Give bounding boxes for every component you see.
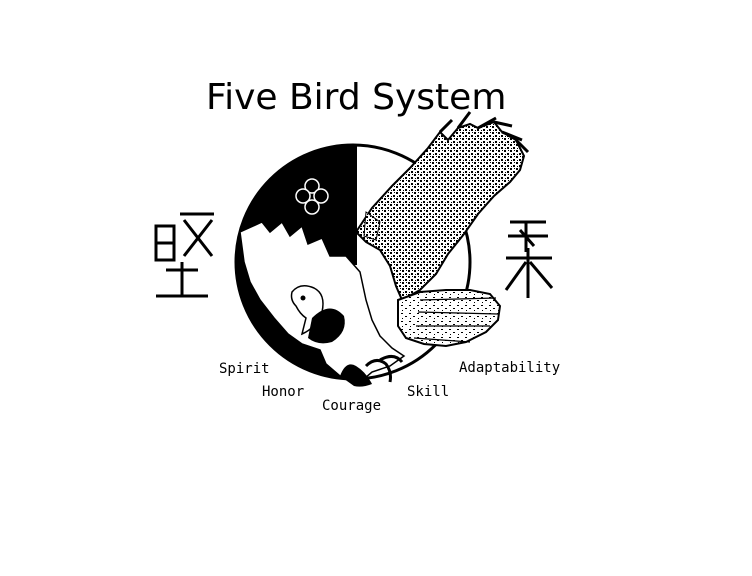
quatrefoil-icon [295,178,329,215]
virtue-label-skill: Skill [407,384,450,400]
virtue-label-spirit: Spirit [219,361,270,377]
eagle-icon [239,111,530,387]
virtue-label-honor: Honor [262,384,305,400]
calligraphy-left-character [154,212,214,298]
virtue-label-adaptability: Adaptability [459,360,561,376]
virtue-label-courage: Courage [322,398,382,414]
page-title: Five Bird System [206,77,507,118]
calligraphy-right-character [504,220,554,298]
